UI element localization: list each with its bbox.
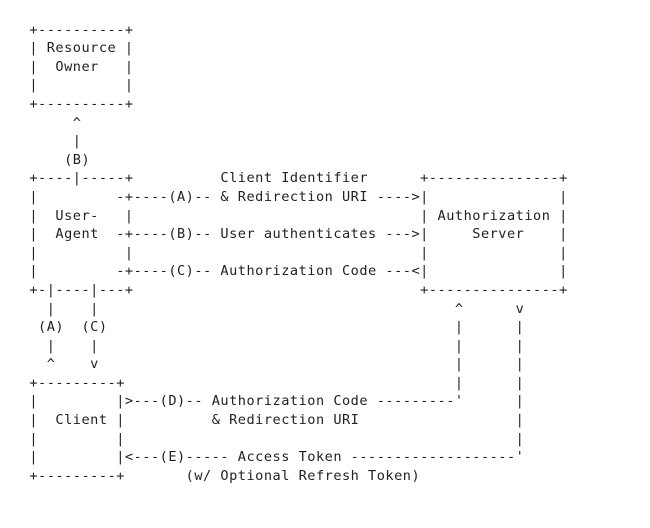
diagram-line: | | | | <box>12 244 568 261</box>
user-agent-and-authorization-server-labels: | User- | | Authorization | <box>12 207 568 224</box>
resource-owner-label-line: | Resource | <box>12 40 134 57</box>
vertical-connectors: | | ^ v <box>12 300 525 317</box>
flow-e-access-token: | |<---(E)----- Access Token -----------… <box>12 449 525 466</box>
arrow-a-c-heads: ^ v | | <box>12 356 525 373</box>
arrow-b-head: ^ <box>12 114 82 131</box>
client-box-top: +---------+ | | <box>12 374 525 391</box>
flow-a-redirection-uri: | -+----(A)-- & Redirection URI ---->| | <box>12 188 568 205</box>
client-label-and-redirection-uri: | Client | & Redirection URI | <box>12 412 525 429</box>
flow-b-user-authenticates: | Agent -+----(B)-- User authenticates -… <box>12 226 568 243</box>
flow-d-authorization-code: | |>---(D)-- Authorization Code --------… <box>12 393 525 410</box>
arrow-a-c-labels: (A) (C) | | <box>12 319 525 336</box>
user-agent-box-top-with-client-identifier: +----|-----+ Client Identifier +--------… <box>12 170 568 187</box>
flow-c-authorization-code: | -+----(C)-- Authorization Code ---<| | <box>12 263 568 280</box>
user-agent-box-bottom: +-|----|---+ +---------------+ <box>12 281 568 298</box>
vertical-connectors: | | | | <box>12 337 525 354</box>
client-box-side: | | | <box>12 430 525 447</box>
resource-owner-box-side: | | <box>12 77 134 94</box>
arrow-b-label: (B) <box>12 151 91 168</box>
resource-owner-label-line: | Owner | <box>12 58 134 75</box>
diagram-line <box>12 2 568 21</box>
arrow-b-shaft: | <box>12 133 82 150</box>
client-box-bottom-refresh-token: +---------+ (w/ Optional Refresh Token) <box>12 467 421 484</box>
resource-owner-box-bottom: +----------+ <box>12 95 134 112</box>
oauth-authorization-code-flow-diagram: +----------+ | Resource | | Owner | | | … <box>12 2 568 485</box>
resource-owner-box-top: +----------+ <box>12 21 134 38</box>
